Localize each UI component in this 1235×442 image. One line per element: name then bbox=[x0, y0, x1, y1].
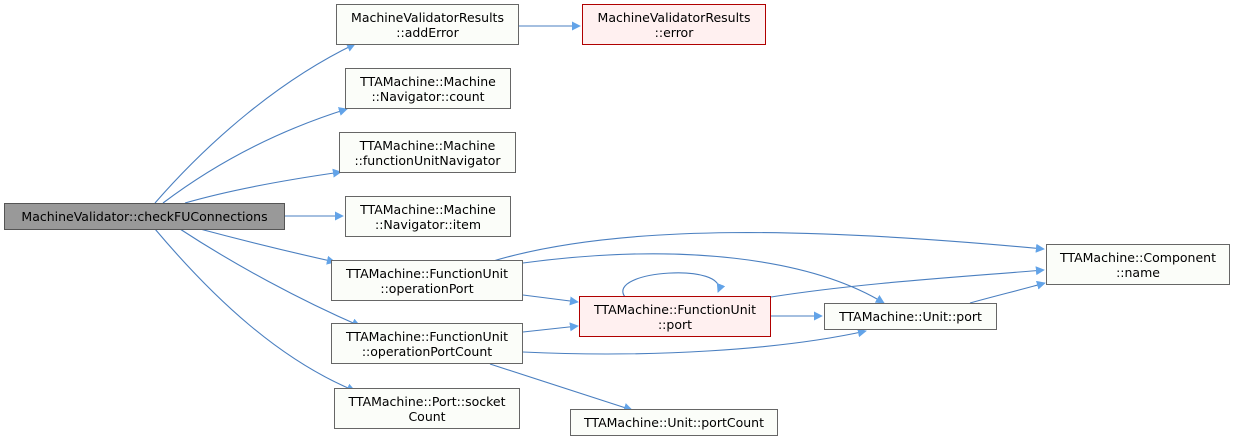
node-adderror[interactable]: MachineValidatorResults ::addError bbox=[336, 4, 519, 45]
node-label-line1: TTAMachine::Machine bbox=[359, 137, 496, 153]
edge-root-count bbox=[162, 107, 348, 204]
edge-operationportcount-unitportcount bbox=[489, 363, 633, 412]
node-label-line2: ::port bbox=[657, 316, 693, 332]
node-navigator-count[interactable]: TTAMachine::Machine ::Navigator::count bbox=[345, 68, 511, 109]
node-error[interactable]: MachineValidatorResults ::error bbox=[582, 4, 766, 45]
node-label-line1: TTAMachine::FunctionUnit bbox=[346, 265, 508, 281]
node-label-line1: TTAMachine::Unit::portCount bbox=[584, 415, 764, 430]
node-functionunitnavigator[interactable]: TTAMachine::Machine ::functionUnitNaviga… bbox=[339, 132, 516, 173]
edge-operationport-fuport bbox=[522, 294, 579, 306]
edge-operationport-componentname bbox=[489, 232, 1045, 263]
edge-unitport-componentname bbox=[969, 280, 1046, 304]
node-label-line2: ::error bbox=[654, 24, 694, 40]
node-label-line1: MachineValidatorResults bbox=[351, 9, 504, 25]
node-label-line2: Count bbox=[408, 408, 446, 424]
node-label-line1: MachineValidator::checkFUConnections bbox=[21, 209, 268, 224]
node-navigator-item[interactable]: TTAMachine::Machine ::Navigator::item bbox=[345, 196, 511, 237]
node-label-line2: ::name bbox=[1116, 264, 1160, 280]
edge-root-funcunitnav bbox=[184, 168, 342, 204]
edge-root-operationport bbox=[199, 228, 336, 265]
node-socketcount[interactable]: TTAMachine::Port::socket Count bbox=[334, 388, 520, 429]
edge-root-socketcount bbox=[154, 228, 356, 393]
node-label-line2: ::functionUnitNavigator bbox=[354, 152, 501, 168]
node-checkfuconnections[interactable]: MachineValidator::checkFUConnections bbox=[4, 203, 285, 230]
node-label-line2: ::operationPortCount bbox=[361, 343, 493, 359]
node-label-line2: ::operationPort bbox=[380, 280, 474, 296]
edge-root-operationportcount bbox=[179, 228, 361, 327]
node-label-line1: TTAMachine::Machine bbox=[360, 73, 496, 89]
node-label-line1: TTAMachine::Unit::port bbox=[839, 309, 982, 324]
edge-operationportcount-unitport bbox=[522, 328, 867, 355]
node-label-line1: TTAMachine::FunctionUnit bbox=[594, 301, 756, 317]
edge-fuport-self bbox=[622, 272, 726, 298]
node-label-line2: ::Navigator::count bbox=[371, 88, 485, 104]
edge-operationportcount-fuport bbox=[522, 322, 579, 333]
node-unit-port[interactable]: TTAMachine::Unit::port bbox=[824, 303, 997, 330]
edge-root-adderror bbox=[154, 43, 356, 204]
edge-fuport-componentname bbox=[770, 266, 1045, 298]
node-functionunit-port[interactable]: TTAMachine::FunctionUnit ::port bbox=[579, 296, 771, 337]
node-label-line1: MachineValidatorResults bbox=[597, 9, 751, 25]
node-label-line1: TTAMachine::FunctionUnit bbox=[346, 328, 508, 344]
node-component-name[interactable]: TTAMachine::Component ::name bbox=[1046, 244, 1230, 285]
node-label-line1: TTAMachine::Port::socket bbox=[348, 393, 506, 409]
node-label-line1: TTAMachine::Component bbox=[1060, 249, 1216, 265]
node-unit-portcount[interactable]: TTAMachine::Unit::portCount bbox=[570, 409, 778, 436]
node-operationportcount[interactable]: TTAMachine::FunctionUnit ::operationPort… bbox=[331, 323, 523, 364]
node-label-line2: ::Navigator::item bbox=[374, 216, 482, 232]
node-label-line1: TTAMachine::Machine bbox=[360, 201, 496, 217]
node-operationport[interactable]: TTAMachine::FunctionUnit ::operationPort bbox=[331, 260, 523, 301]
node-label-line2: ::addError bbox=[396, 24, 459, 40]
